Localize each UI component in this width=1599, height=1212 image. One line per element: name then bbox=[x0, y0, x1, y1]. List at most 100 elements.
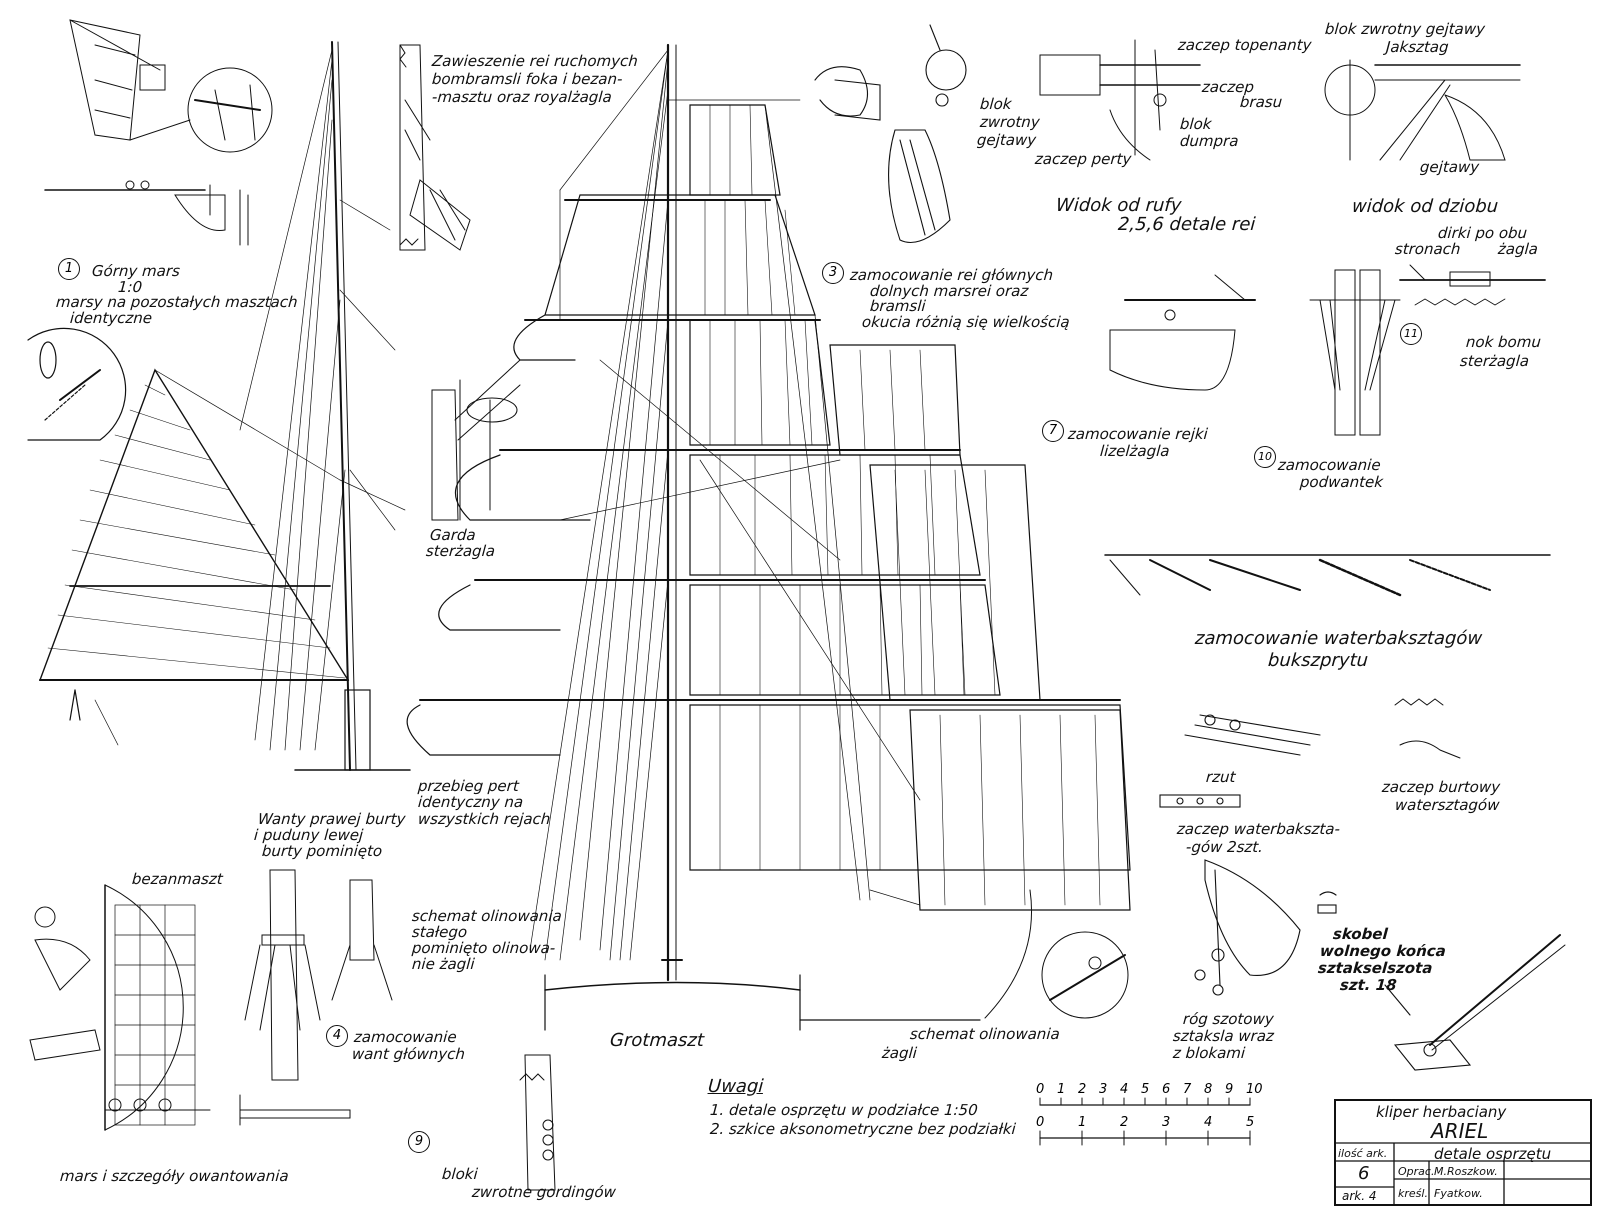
label-garda-2: sterżagla bbox=[425, 542, 496, 560]
title-kresl-name: Fyatkow. bbox=[1434, 1187, 1483, 1200]
label-marsy-note-2: identyczne bbox=[69, 309, 153, 327]
label-zamoc-podwantek-2: podwantek bbox=[1299, 473, 1384, 491]
label-schemat-zagli-2: żagli bbox=[881, 1044, 918, 1062]
scale-number-top: 4 bbox=[1120, 1082, 1129, 1097]
scale-bar bbox=[1039, 1097, 1251, 1146]
scale-number-bottom: 1 bbox=[1078, 1115, 1087, 1130]
label-zawieszenie-3: -masztu oraz royalżagla bbox=[431, 88, 613, 106]
label-grotmaszt: Grotmaszt bbox=[609, 1030, 705, 1051]
title-block: kliper herbaciany ARIEL detale osprzętu … bbox=[1334, 1099, 1592, 1206]
label-blok-gejtawy-jak-2: Jaksztag bbox=[1385, 38, 1450, 56]
label-blok-zwrotny-1: blok bbox=[979, 95, 1013, 113]
scale-number-bottom: 3 bbox=[1162, 1115, 1171, 1130]
scale-number-top: 6 bbox=[1162, 1082, 1171, 1097]
sail-rigging-scheme-circle bbox=[984, 889, 1129, 1019]
top-mars-sketch bbox=[44, 19, 273, 246]
callout-9: 9 bbox=[408, 1131, 430, 1153]
label-zaczep-toppenanty: zaczep topenanty bbox=[1177, 36, 1313, 54]
label-skobel-3: sztakselszota bbox=[1317, 959, 1434, 977]
clew-sketch bbox=[1194, 859, 1301, 996]
scale-number-bottom: 5 bbox=[1246, 1115, 1255, 1130]
boom-end-sketch bbox=[1399, 264, 1546, 306]
label-zamoc-podwantek-1: zamocowanie bbox=[1277, 456, 1382, 474]
label-schemat-4: nie żagli bbox=[411, 955, 476, 973]
label-zamoc-rejki-2: lizelżagla bbox=[1099, 442, 1171, 460]
bobstay-sketch bbox=[1104, 554, 1551, 597]
label-nok-bomu-1: nok bomu bbox=[1465, 333, 1542, 351]
label-skobel-1: skobel bbox=[1332, 925, 1389, 943]
label-waterbak-2: bukszprytu bbox=[1267, 650, 1369, 671]
label-przebieg-3: wszystkich rejach bbox=[417, 810, 552, 828]
label-rog-1: róg szotowy bbox=[1182, 1010, 1275, 1028]
label-dirki-2: stronach bbox=[1394, 240, 1462, 258]
label-zawieszenie-1: Zawieszenie rei ruchomych bbox=[431, 52, 639, 70]
scale-number-bottom: 2 bbox=[1120, 1115, 1129, 1130]
label-zawieszenie-2: bombramsli foka i bezan- bbox=[431, 70, 624, 88]
label-blok-dumpra-2: dumpra bbox=[1179, 132, 1240, 150]
scale-number-top: 2 bbox=[1078, 1082, 1087, 1097]
mizzen-mast-sail-plan bbox=[38, 41, 411, 771]
title-sheets-count: 6 bbox=[1358, 1163, 1370, 1184]
label-mars-szczegoly: mars i szczegóły owantowania bbox=[59, 1167, 290, 1185]
label-zaczep-waterbak-2: -gów 2szt. bbox=[1185, 838, 1264, 856]
label-blok-gejtawy-jak-1: blok zwrotny gejtawy bbox=[1324, 20, 1486, 38]
callout-11: 11 bbox=[1400, 323, 1422, 345]
left-detail-circle bbox=[27, 327, 127, 441]
label-blok-dumpra-1: blok bbox=[1179, 115, 1213, 133]
scale-number-top: 8 bbox=[1204, 1082, 1213, 1097]
scale-number-top: 9 bbox=[1225, 1082, 1234, 1097]
label-bloki-2: zwrotne gordingów bbox=[471, 1183, 617, 1201]
scale-number-bottom: 0 bbox=[1036, 1115, 1045, 1130]
main-shroud-fitting-sketch bbox=[244, 869, 393, 1081]
title-sheet-label: ark. 4 bbox=[1342, 1189, 1377, 1203]
label-bloki-1: bloki bbox=[441, 1165, 479, 1183]
scale-number-top: 5 bbox=[1141, 1082, 1150, 1097]
callout-4: 4 bbox=[326, 1025, 348, 1047]
title-sheets-label: ilość ark. bbox=[1338, 1147, 1388, 1160]
stern-view-sketch bbox=[1039, 39, 1201, 161]
scale-number-bottom: 4 bbox=[1204, 1115, 1213, 1130]
bow-view-sketch bbox=[1324, 59, 1521, 161]
label-widok-od-rufy: Widok od rufy bbox=[1055, 195, 1183, 216]
notes-line-1: 1. detale osprzętu w podziałce 1:50 bbox=[709, 1101, 979, 1119]
mizzen-top-detail bbox=[29, 884, 351, 1131]
label-skobel-2: wolnego końca bbox=[1319, 942, 1447, 960]
futtock-shroud-sketch bbox=[1309, 269, 1401, 436]
scale-number-top: 7 bbox=[1183, 1082, 1192, 1097]
label-zaczep-burtowy-1: zaczep burtowy bbox=[1381, 778, 1501, 796]
scale-number-top: 10 bbox=[1246, 1082, 1263, 1097]
side-fitting-sketch bbox=[1394, 698, 1461, 759]
boom-jaw-sketch bbox=[431, 359, 521, 521]
label-zaczep-perty: zaczep perty bbox=[1034, 150, 1133, 168]
title-kresl-label: kreśl. bbox=[1398, 1187, 1428, 1200]
label-nok-bomu-2: sterżagla bbox=[1459, 352, 1530, 370]
yard-suspension-sketch bbox=[399, 44, 471, 251]
label-rog-3: z blokami bbox=[1172, 1044, 1246, 1062]
label-zaczep-waterbak-1: zaczep waterbakszta- bbox=[1176, 820, 1341, 838]
title-ship-name: ARIEL bbox=[1431, 1119, 1489, 1143]
label-dirki-3: żagla bbox=[1497, 240, 1539, 258]
callout-7: 7 bbox=[1042, 420, 1064, 442]
label-blok-zwrotny-2: zwrotny bbox=[979, 113, 1041, 131]
label-waterbak-1: zamocowanie waterbaksztagów bbox=[1194, 628, 1483, 649]
label-blok-zwrotny-3: gejtawy bbox=[976, 131, 1037, 149]
yard-fittings-sketch bbox=[814, 24, 967, 244]
title-oprac-label: Oprac. bbox=[1398, 1165, 1435, 1178]
title-subject: detale osprzętu bbox=[1434, 1145, 1552, 1163]
scale-number-top: 1 bbox=[1057, 1082, 1066, 1097]
cleat-sketch bbox=[1317, 891, 1566, 1071]
label-zamoc-want-2: want głównych bbox=[351, 1045, 466, 1063]
notes-heading: Uwagi bbox=[707, 1076, 765, 1097]
scale-number-top: 3 bbox=[1099, 1082, 1108, 1097]
scale-number-top: 0 bbox=[1036, 1082, 1045, 1097]
studding-sail-yard-sketch bbox=[1109, 274, 1256, 391]
label-detale-rei: 2,5,6 detale rei bbox=[1117, 214, 1257, 235]
callout-10: 10 bbox=[1254, 446, 1276, 468]
callout-1: 1 bbox=[58, 258, 80, 280]
plan-view-sketch bbox=[1159, 714, 1321, 808]
label-bezanmaszt: bezanmaszt bbox=[131, 870, 224, 888]
leading-block-sketch bbox=[519, 1054, 556, 1191]
title-oprac-name: M.Roszkow. bbox=[1434, 1165, 1498, 1178]
